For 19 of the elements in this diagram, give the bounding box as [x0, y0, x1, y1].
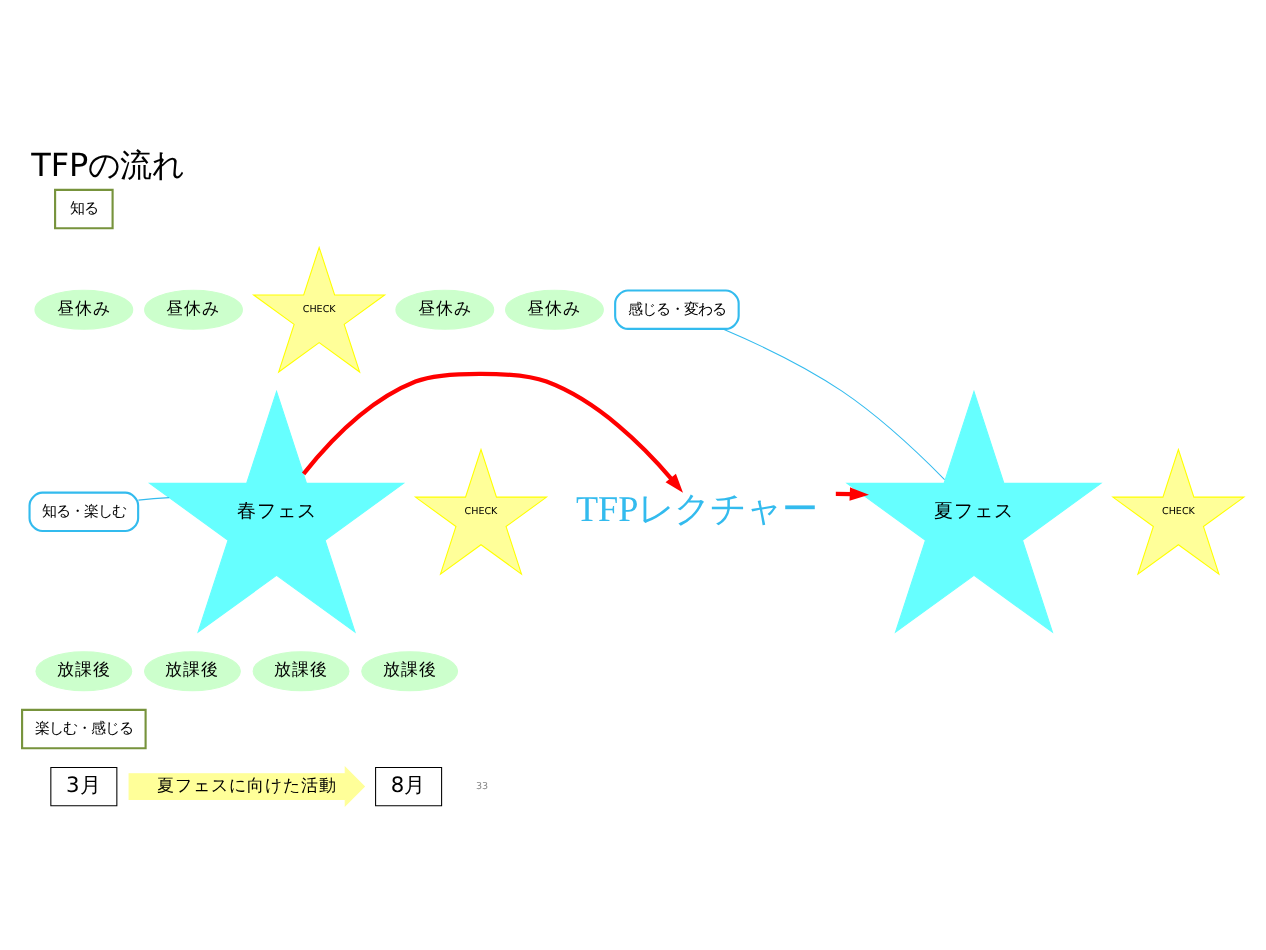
arrow — [301, 370, 683, 492]
node-ellipse: 放課後 — [252, 650, 350, 691]
node-box: 楽しむ・感じる — [21, 707, 147, 749]
node-text: TFPレクチャー — [575, 488, 819, 529]
node-ellipse: 昼休み — [144, 288, 243, 329]
node-ellipse: 放課後 — [361, 650, 459, 691]
connector — [137, 496, 170, 500]
diagram-title: TFPの流れ — [31, 145, 185, 184]
connector — [722, 327, 946, 480]
node-ellipse: 昼休み — [505, 288, 604, 329]
node-ellipse: 放課後 — [35, 650, 133, 691]
node-box: 8月 — [375, 765, 443, 806]
node-box: 知る・楽しむ — [28, 490, 140, 532]
node-ellipse: 放課後 — [144, 650, 241, 691]
node-box: 3月 — [50, 765, 118, 806]
node-box: 知る — [54, 187, 114, 229]
node-ellipse: 昼休み — [34, 288, 134, 329]
node-ellipse: 昼休み — [395, 288, 495, 329]
node-box: 感じる・変わる — [614, 288, 740, 329]
